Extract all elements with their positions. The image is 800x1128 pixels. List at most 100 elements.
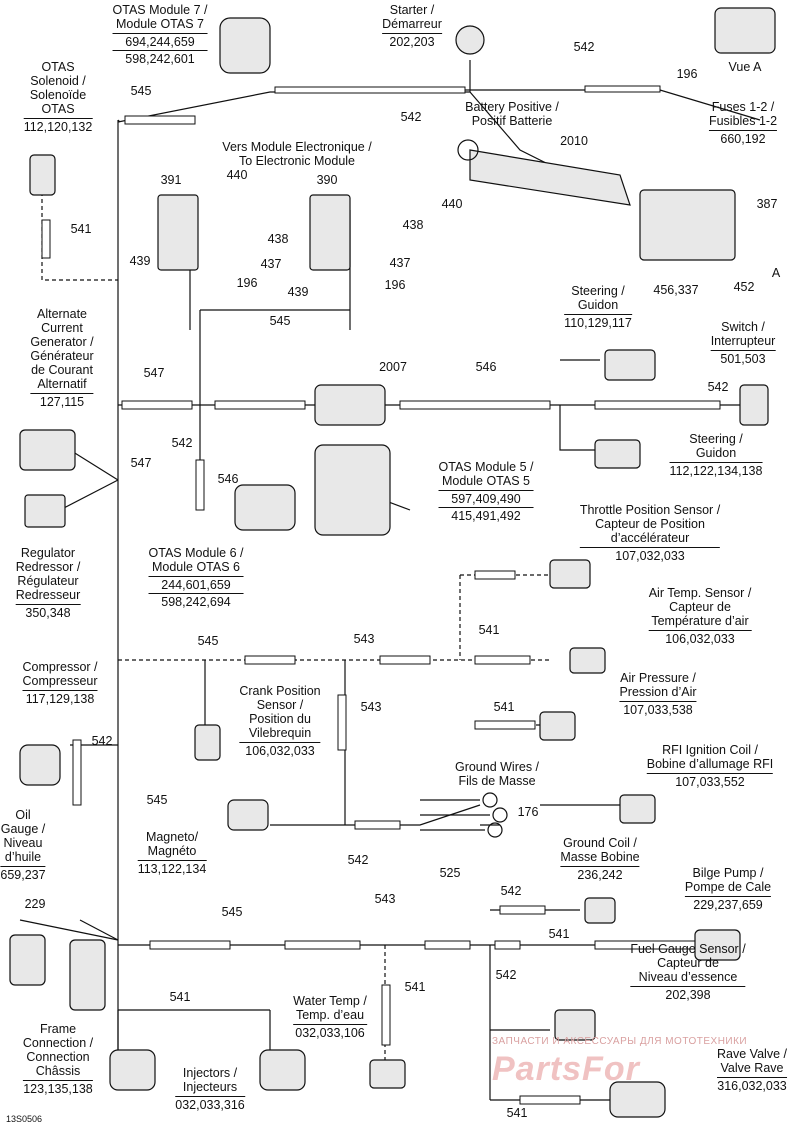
- label-line: RFI Ignition Coil /: [662, 743, 758, 757]
- callout-number: 542: [500, 884, 522, 898]
- callout-number: 438: [267, 232, 289, 246]
- label-line: Ground Wires /: [454, 760, 540, 774]
- label-line: Current: [41, 321, 83, 335]
- label-line: Module OTAS 6: [151, 560, 241, 574]
- label-line: Température d’air: [651, 614, 749, 628]
- callout-number: 196: [384, 278, 406, 292]
- label-line: de Courant: [31, 363, 93, 377]
- part-codes: 106,032,033: [239, 742, 321, 758]
- label-line: Redresseur: [15, 588, 81, 602]
- part-codes: 113,122,134: [137, 860, 207, 876]
- part-codes: 112,122,134,138: [669, 462, 763, 478]
- part-codes: 117,129,138: [22, 690, 98, 706]
- label-line: Alternate: [36, 307, 88, 321]
- callout-number: 547: [143, 366, 165, 380]
- label-line: Compresseur: [22, 674, 98, 688]
- callout-number: 440: [226, 168, 248, 182]
- label-line: Gauge /: [0, 822, 46, 836]
- label-throttle-position-sensor: Throttle Position Sensor /Capteur de Pos…: [579, 503, 721, 563]
- label-line: Positif Batterie: [471, 114, 553, 128]
- label-line: Temp. d’eau: [295, 1008, 365, 1022]
- callout-number: 542: [495, 968, 517, 982]
- part-codes: 660,192: [708, 130, 778, 146]
- label-line: Capteur de: [657, 956, 719, 970]
- label-line: Crank Position: [239, 684, 321, 698]
- callout-number: 196: [236, 276, 258, 290]
- callout-number: 229: [24, 897, 46, 911]
- callout-number: 542: [171, 436, 193, 450]
- label-line: Compressor /: [22, 660, 98, 674]
- callout-number: 390: [316, 173, 338, 187]
- label-line: Guidon: [695, 446, 737, 460]
- label-rave-valve: Rave Valve /Valve Rave 316,032,033: [717, 1047, 787, 1093]
- label-line: Starter /: [389, 3, 435, 17]
- callout-number: 541: [493, 700, 515, 714]
- label-line: OTAS: [41, 102, 75, 116]
- label-line: Capteur de Position: [595, 517, 705, 531]
- label-line: Niveau: [3, 836, 43, 850]
- label-line: d’huile: [4, 850, 42, 864]
- part-codes: 236,242: [560, 866, 640, 882]
- label-line: Generator /: [30, 335, 94, 349]
- label-compressor: Compressor /Compresseur 117,129,138: [22, 660, 98, 706]
- part-codes: 110,129,117: [564, 314, 632, 330]
- part-codes: 244,601,659: [148, 576, 244, 592]
- label-line: Pompe de Cale: [684, 880, 772, 894]
- label-line: Bilge Pump /: [692, 866, 764, 880]
- part-codes: 316,032,033: [717, 1077, 787, 1093]
- label-line: Regulator: [20, 546, 76, 560]
- part-codes: 107,032,033: [579, 547, 721, 563]
- callout-number: 542: [347, 853, 369, 867]
- part-codes: 659,237: [0, 866, 46, 882]
- label-line: Throttle Position Sensor /: [579, 503, 721, 517]
- part-codes: 694,244,659: [112, 33, 208, 49]
- label-line: Régulateur: [17, 574, 79, 588]
- part-codes: 501,503: [710, 350, 776, 366]
- label-ground-wires: Ground Wires /Fils de Masse: [455, 760, 539, 788]
- callout-number: 439: [287, 285, 309, 299]
- label-line: Rave Valve /: [717, 1047, 787, 1061]
- label-line: Valve Rave: [720, 1061, 784, 1075]
- label-line: Châssis: [35, 1064, 81, 1078]
- label-rfi-ignition-coil: RFI Ignition Coil /Bobine d’allumage RFI…: [646, 743, 774, 789]
- callout-number: 541: [478, 623, 500, 637]
- label-line: Masse Bobine: [560, 850, 640, 864]
- part-codes: 032,033,106: [293, 1024, 367, 1040]
- label-line: Connection /: [22, 1036, 94, 1050]
- callout-number: 387: [756, 197, 778, 211]
- label-line: Solenoid /: [30, 74, 86, 88]
- label-line: Magneto/: [145, 830, 199, 844]
- callout-number: 437: [260, 257, 282, 271]
- label-line: Démarreur: [382, 17, 442, 31]
- callout-number: 391: [160, 173, 182, 187]
- label-line: Air Temp. Sensor /: [648, 586, 752, 600]
- callout-number: 543: [360, 700, 382, 714]
- part-codes: 229,237,659: [684, 896, 772, 912]
- label-vue-a: Vue A: [729, 60, 762, 74]
- part-codes: 107,033,538: [619, 701, 697, 717]
- label-line: Vilebrequin: [248, 726, 312, 740]
- label-line: Battery Positive /: [465, 100, 559, 114]
- label-line: Magnéto: [147, 844, 197, 858]
- label-line: Interrupteur: [710, 334, 776, 348]
- label-line: Water Temp /: [293, 994, 367, 1008]
- label-line: OTAS Module 6 /: [148, 546, 244, 560]
- part-codes: 415,491,492: [438, 507, 534, 523]
- label-line: Redressor /: [15, 560, 81, 574]
- part-codes: 032,033,316: [175, 1096, 245, 1112]
- label-line: Air Pressure /: [620, 671, 696, 685]
- callout-number: 541: [404, 980, 426, 994]
- callout-number: 196: [676, 67, 698, 81]
- label-line: Sensor /: [256, 698, 304, 712]
